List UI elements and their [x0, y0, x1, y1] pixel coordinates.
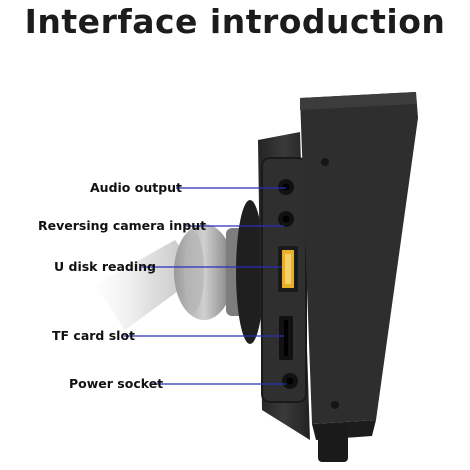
device-housing [300, 92, 418, 424]
label-reversing-camera-input: Reversing camera input [38, 218, 207, 233]
label-tf-card-slot: TF card slot [52, 328, 136, 343]
leader-lines [124, 187, 286, 385]
label-power-socket: Power socket [69, 376, 164, 391]
label-audio-output: Audio output [90, 180, 183, 195]
label-u-disk-reading: U disk reading [54, 259, 156, 274]
mount-ball-joint [174, 200, 264, 344]
audio-output-port [278, 179, 294, 195]
power-socket [282, 373, 298, 389]
camera-input-port [278, 211, 294, 227]
tf-card-slot [279, 316, 293, 360]
usb-port [278, 246, 298, 292]
mount-arm [95, 240, 200, 330]
page-title: Interface introduction [24, 2, 446, 41]
